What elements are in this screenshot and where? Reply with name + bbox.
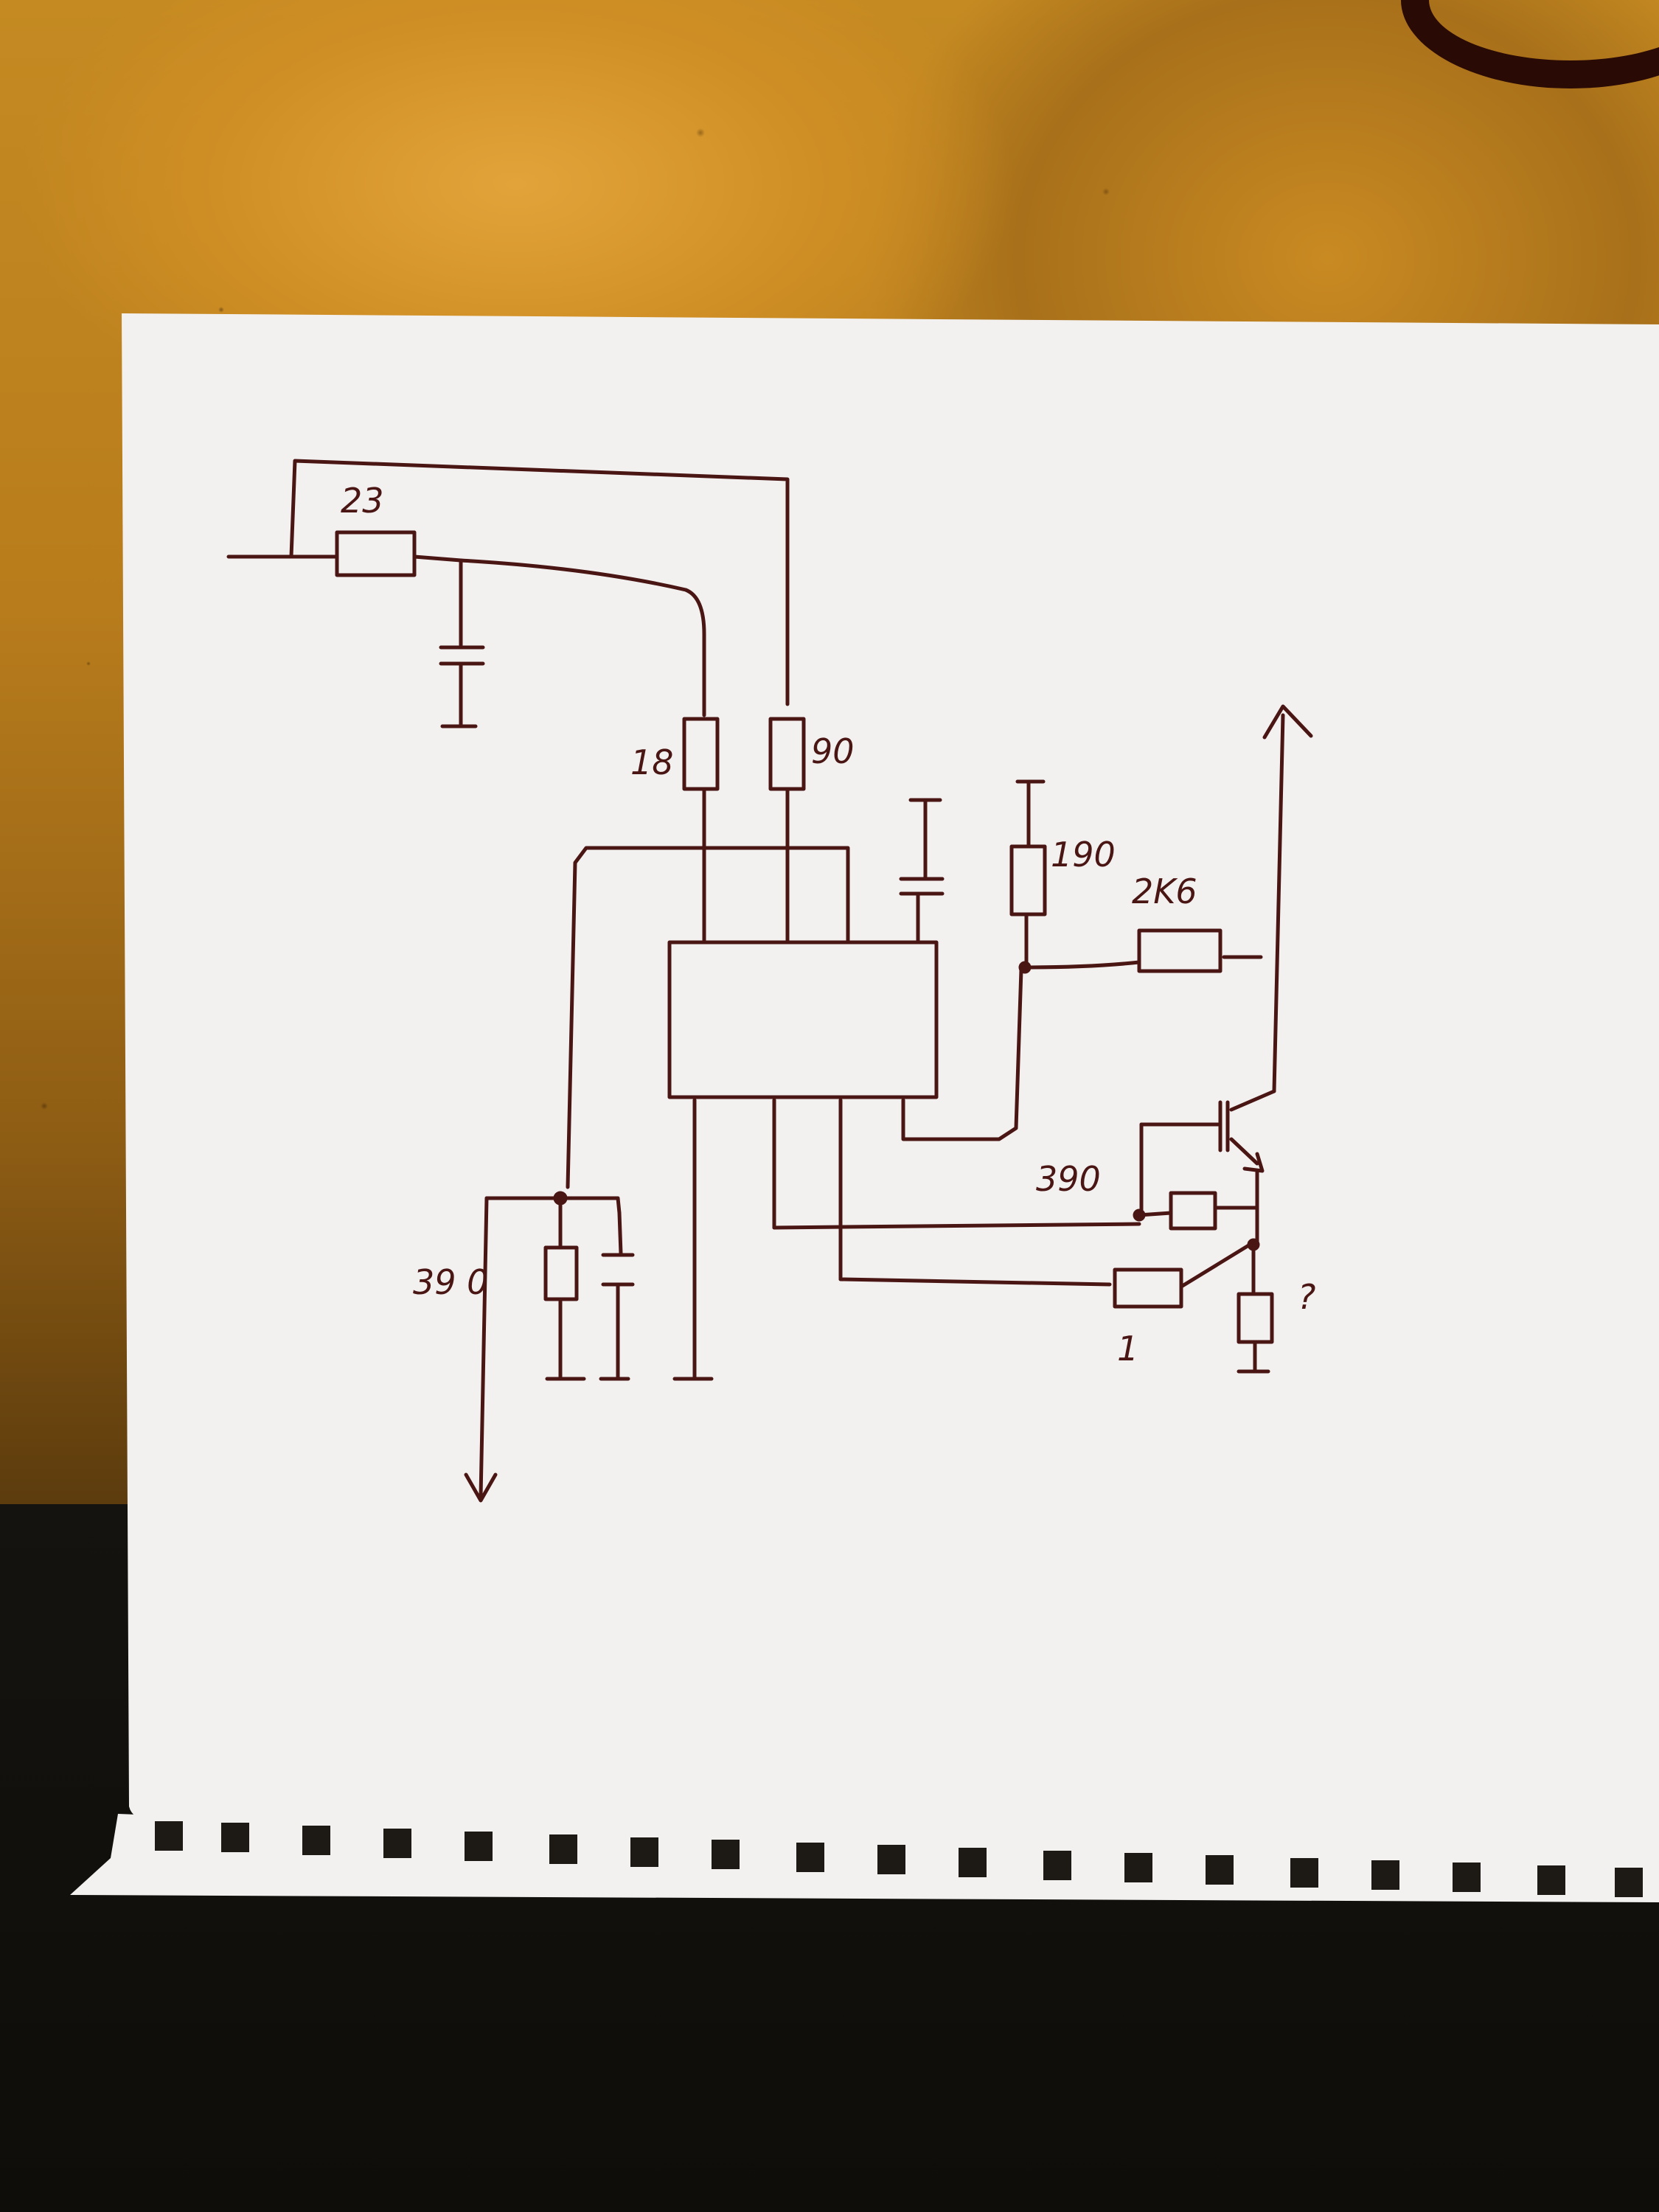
- label-18: 18: [630, 742, 674, 782]
- schematic: [226, 459, 1313, 1503]
- label-question: ?: [1298, 1277, 1315, 1317]
- label-90: 90: [811, 731, 855, 771]
- ic-chip: [667, 940, 939, 1099]
- label-23: 23: [341, 481, 384, 521]
- resistor-2k6: [1137, 928, 1222, 973]
- resistor-390-right: [1169, 1191, 1217, 1231]
- label-190: 190: [1051, 835, 1116, 874]
- label-2k6: 2K6: [1132, 872, 1197, 911]
- label-390-right: 390: [1036, 1159, 1101, 1199]
- label-1: 1: [1117, 1329, 1138, 1368]
- resistor-23: [335, 530, 417, 577]
- perforation-holes: [155, 1821, 1643, 1897]
- label-390-left: 39 0: [413, 1262, 488, 1302]
- resistor-18: [682, 717, 720, 791]
